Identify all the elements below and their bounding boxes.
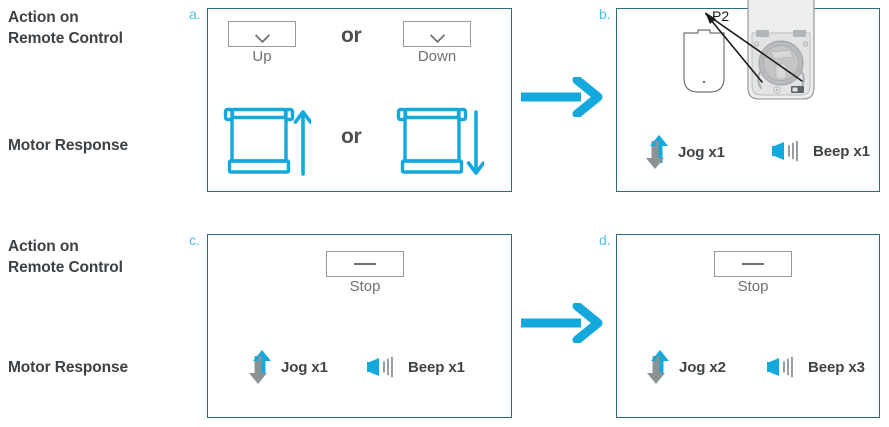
remote-key-stop[interactable]: Stop [714, 251, 792, 295]
panel-c: Stop Jog x1 Beep x1 [207, 234, 512, 418]
panel-b-jog-text: Jog x1 [678, 143, 725, 161]
panel-letter-a: a. [189, 6, 201, 22]
remote-key-down[interactable]: Down [403, 21, 471, 65]
panel-c-beep-response: Beep x1 [365, 354, 465, 380]
row2-action-line1: Action on [8, 238, 79, 255]
p2-callout-label: P2 [712, 8, 730, 24]
panel-c-jog-response: Jog x1 [248, 348, 328, 386]
remote-key-stop-label: Stop [349, 278, 381, 295]
flow-arrow-top [519, 75, 607, 122]
panel-b-beep-text: Beep x1 [813, 142, 870, 160]
row2-motor-response-label: Motor Response [8, 359, 129, 376]
jog-icon [646, 348, 672, 386]
panel-d-beep-text: Beep x3 [808, 358, 865, 376]
action-or-connector: or [341, 24, 362, 47]
row1-motor-response-label: Motor Response [8, 137, 129, 154]
beep-icon [770, 138, 806, 164]
panel-b-jog-response: Jog x1 [645, 133, 725, 171]
row1-action-line2: Remote Control [8, 29, 123, 47]
panel-a: Up or Down or [207, 8, 512, 192]
row1-action-line1: Action on [8, 9, 79, 26]
row1-action-label: Action on Remote Control [8, 8, 123, 50]
roller-shade-down-icon [394, 104, 486, 189]
jog-icon [248, 348, 274, 386]
remote-back-illustration [672, 0, 872, 125]
remote-key-up[interactable]: Up [228, 21, 296, 65]
flow-arrow-bottom [519, 301, 607, 348]
motor-or-connector: or [341, 125, 362, 148]
panel-d-jog-text: Jog x2 [679, 358, 726, 376]
roller-shade-up-icon [221, 104, 313, 189]
remote-key-stop-box [326, 251, 404, 277]
remote-key-up-label: Up [252, 48, 272, 65]
panel-b-beep-response: Beep x1 [770, 138, 870, 164]
panel-d: Stop Jog x2 Beep x3 [616, 234, 880, 418]
panel-d-jog-response: Jog x2 [646, 348, 726, 386]
panel-d-beep-response: Beep x3 [765, 354, 865, 380]
dash-icon [742, 263, 764, 265]
panel-c-beep-text: Beep x1 [408, 358, 465, 376]
row2-action-label: Action on Remote Control [8, 237, 123, 279]
remote-key-up-box [228, 21, 296, 47]
remote-key-stop-box [714, 251, 792, 277]
row2-action-line2: Remote Control [8, 258, 123, 276]
chevron-down-icon [430, 30, 445, 39]
beep-icon [365, 354, 401, 380]
remote-key-down-label: Down [417, 48, 457, 65]
panel-letter-b: b. [599, 6, 611, 22]
remote-key-stop-label: Stop [737, 278, 769, 295]
jog-icon [645, 133, 671, 171]
panel-letter-d: d. [599, 232, 611, 248]
chevron-down-icon [255, 30, 270, 39]
remote-key-stop[interactable]: Stop [326, 251, 404, 295]
remote-key-down-box [403, 21, 471, 47]
panel-c-jog-text: Jog x1 [281, 358, 328, 376]
beep-icon [765, 354, 801, 380]
panel-letter-c: c. [189, 232, 200, 248]
dash-icon [354, 263, 376, 265]
